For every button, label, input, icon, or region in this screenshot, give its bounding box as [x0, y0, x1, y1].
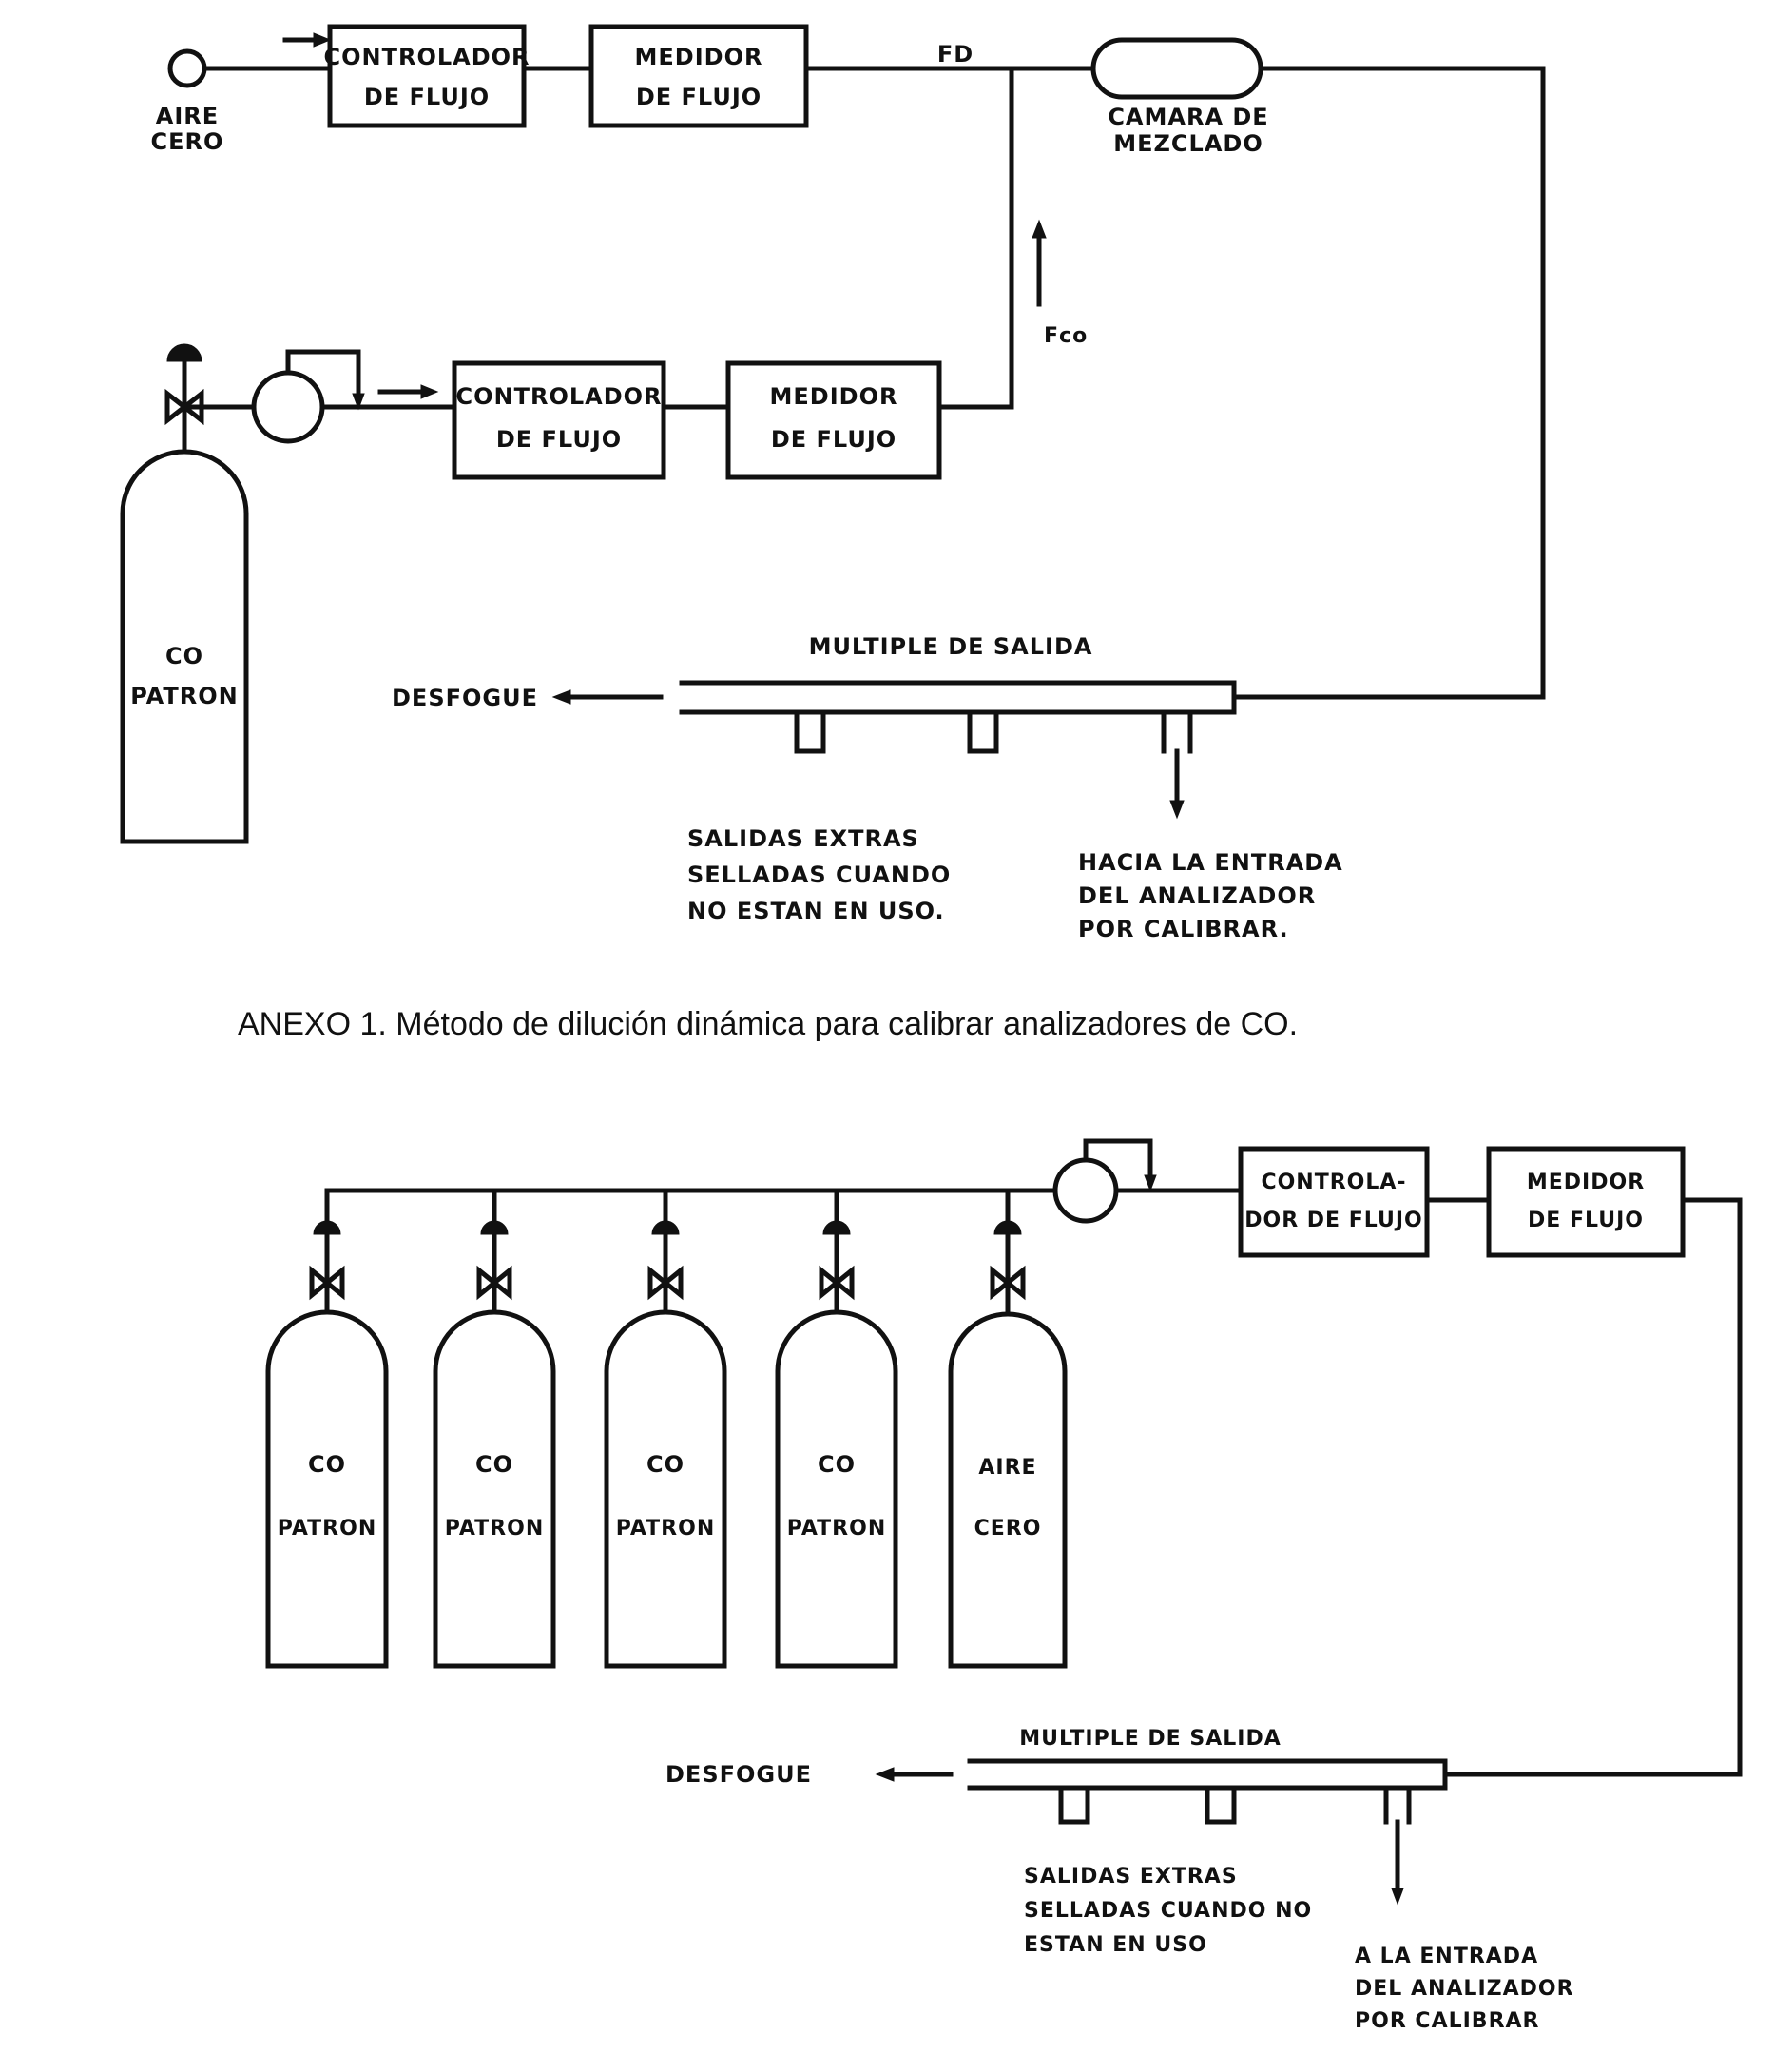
valve-handle-icon	[993, 1220, 1022, 1235]
zero-air-label-line1: AIRE	[156, 103, 219, 129]
valve-icon	[990, 1265, 1026, 1301]
extra-outlets-note-line3: NO ESTAN EN USO.	[687, 898, 945, 924]
analyzer-note-line2: DEL ANALIZADOR	[1355, 1977, 1574, 2001]
analyzer-note-line3: POR CALIBRAR.	[1078, 916, 1289, 942]
flow-meter-line2: DE FLUJO	[1528, 1209, 1644, 1232]
zero-air-source-icon	[167, 48, 207, 88]
flow-meter-bottom-line1: MEDIDOR	[770, 383, 898, 410]
cylinder-label-line1: CO	[308, 1451, 346, 1478]
flow-arrow-icon	[313, 32, 332, 48]
flow-controller	[1238, 1146, 1430, 1258]
cylinder-2: CO PATRON	[433, 1188, 556, 1669]
analyzer-arrow-icon	[1391, 1888, 1404, 1906]
exhaust-label: DESFOGUE	[665, 1761, 812, 1788]
diagram-cylinder-bank: CO PATRON CO PATRON CO PATRON CO	[265, 1138, 1743, 2033]
analyzer-arrow-icon	[1169, 800, 1185, 820]
flow-meter-bottom-line2: DE FLUJO	[771, 426, 897, 453]
manifold-label: MULTIPLE DE SALIDA	[809, 633, 1093, 660]
valve-handle-icon	[313, 1220, 341, 1235]
flow-controller-top	[327, 24, 527, 128]
flow-meter-top	[588, 24, 809, 128]
valve-handle-icon	[480, 1220, 509, 1235]
cylinder-label-line2: PATRON	[787, 1517, 886, 1540]
analyzer-note-line1: HACIA LA ENTRADA	[1078, 849, 1343, 876]
mixing-chamber	[1090, 37, 1263, 100]
cylinder-body	[948, 1311, 1068, 1669]
cylinder-label-line1: CO	[818, 1451, 856, 1478]
cylinder-label-line1: AIRE	[978, 1456, 1036, 1480]
fd-label: FD	[937, 41, 974, 68]
valve-icon	[309, 1265, 345, 1301]
extra-outlets-note-line1: SALIDAS EXTRAS	[1024, 1865, 1238, 1888]
valve-icon	[647, 1265, 684, 1301]
extra-outlets-note-line2: SELLADAS CUANDO	[687, 862, 951, 888]
analyzer-note-line1: A LA ENTRADA	[1355, 1945, 1538, 1968]
cylinder-label-line1: CO	[475, 1451, 513, 1478]
manifold-label: MULTIPLE DE SALIDA	[1019, 1727, 1281, 1751]
pressure-regulator-icon	[1052, 1157, 1119, 1224]
fco-label: Fco	[1044, 324, 1088, 348]
output-manifold	[679, 680, 1237, 820]
mixing-chamber-label-line2: MEZCLADO	[1113, 130, 1263, 157]
flow-meter-bottom	[725, 360, 942, 480]
cylinder-label-line1: CO	[646, 1451, 685, 1478]
analyzer-note-line2: DEL ANALIZADOR	[1078, 882, 1316, 909]
flow-meter-top-line2: DE FLUJO	[636, 84, 762, 110]
extra-outlets-note-line2: SELLADAS CUANDO NO	[1024, 1899, 1312, 1923]
cylinder-label-line2: CERO	[974, 1517, 1042, 1540]
flow-controller-bottom-line1: CONTROLADOR	[455, 383, 662, 410]
cylinder-1: CO PATRON	[265, 1188, 389, 1669]
diagram-dynamic-dilution: AIRE CERO CONTROLADOR DE FLUJO MEDIDOR D…	[120, 24, 1546, 1042]
flow-controller-line2: DOR DE FLUJO	[1244, 1209, 1423, 1232]
valve-icon	[476, 1265, 512, 1301]
cylinder-4: CO PATRON	[775, 1188, 898, 1669]
regulator-arrow-icon	[420, 384, 439, 399]
exhaust-arrow-icon	[875, 1767, 895, 1782]
flow-meter-line1: MEDIDOR	[1527, 1171, 1645, 1194]
mixing-chamber-label-line1: CAMARA DE	[1108, 104, 1268, 130]
cylinder-label-line2: PATRON	[445, 1517, 544, 1540]
valve-handle-icon	[166, 343, 202, 362]
exhaust-arrow-icon	[551, 689, 571, 705]
flow-controller-line1: CONTROLA-	[1261, 1171, 1406, 1194]
cylinder-body	[775, 1309, 898, 1669]
flow-controller-bottom-line2: DE FLUJO	[496, 426, 622, 453]
flow-meter	[1486, 1146, 1686, 1258]
exhaust-label: DESFOGUE	[392, 685, 538, 711]
zero-air-label-line2: CERO	[151, 128, 224, 155]
cylinder-5: AIRE CERO	[948, 1188, 1068, 1669]
extra-outlets-note-line3: ESTAN EN USO	[1024, 1933, 1207, 1957]
extra-outlets-note-line1: SALIDAS EXTRAS	[687, 825, 919, 852]
co-cylinder-label-line2: PATRON	[130, 683, 238, 709]
cylinder-body	[604, 1309, 727, 1669]
cylinder-3: CO PATRON	[604, 1188, 727, 1669]
valve-handle-icon	[822, 1220, 851, 1235]
fco-arrow-icon	[1032, 219, 1047, 239]
output-manifold	[967, 1758, 1448, 1906]
cylinder-body	[433, 1309, 556, 1669]
valve-handle-icon	[651, 1220, 680, 1235]
cylinder-label-line2: PATRON	[278, 1517, 376, 1540]
figure-caption: ANEXO 1. Método de dilución dinámica par…	[238, 1006, 1298, 1042]
flow-controller-top-line2: DE FLUJO	[364, 84, 490, 110]
cylinder-label-line2: PATRON	[616, 1517, 715, 1540]
flow-controller-bottom	[452, 360, 666, 480]
co-cylinder-label-line1: CO	[165, 643, 203, 669]
co-cylinder	[120, 449, 249, 844]
valve-icon	[819, 1265, 855, 1301]
pressure-regulator-icon	[251, 370, 325, 444]
flow-meter-top-line1: MEDIDOR	[635, 44, 763, 70]
cylinder-body	[265, 1309, 389, 1669]
analyzer-note-line3: POR CALIBRAR	[1355, 2009, 1539, 2033]
flow-controller-top-line1: CONTROLADOR	[323, 44, 530, 70]
